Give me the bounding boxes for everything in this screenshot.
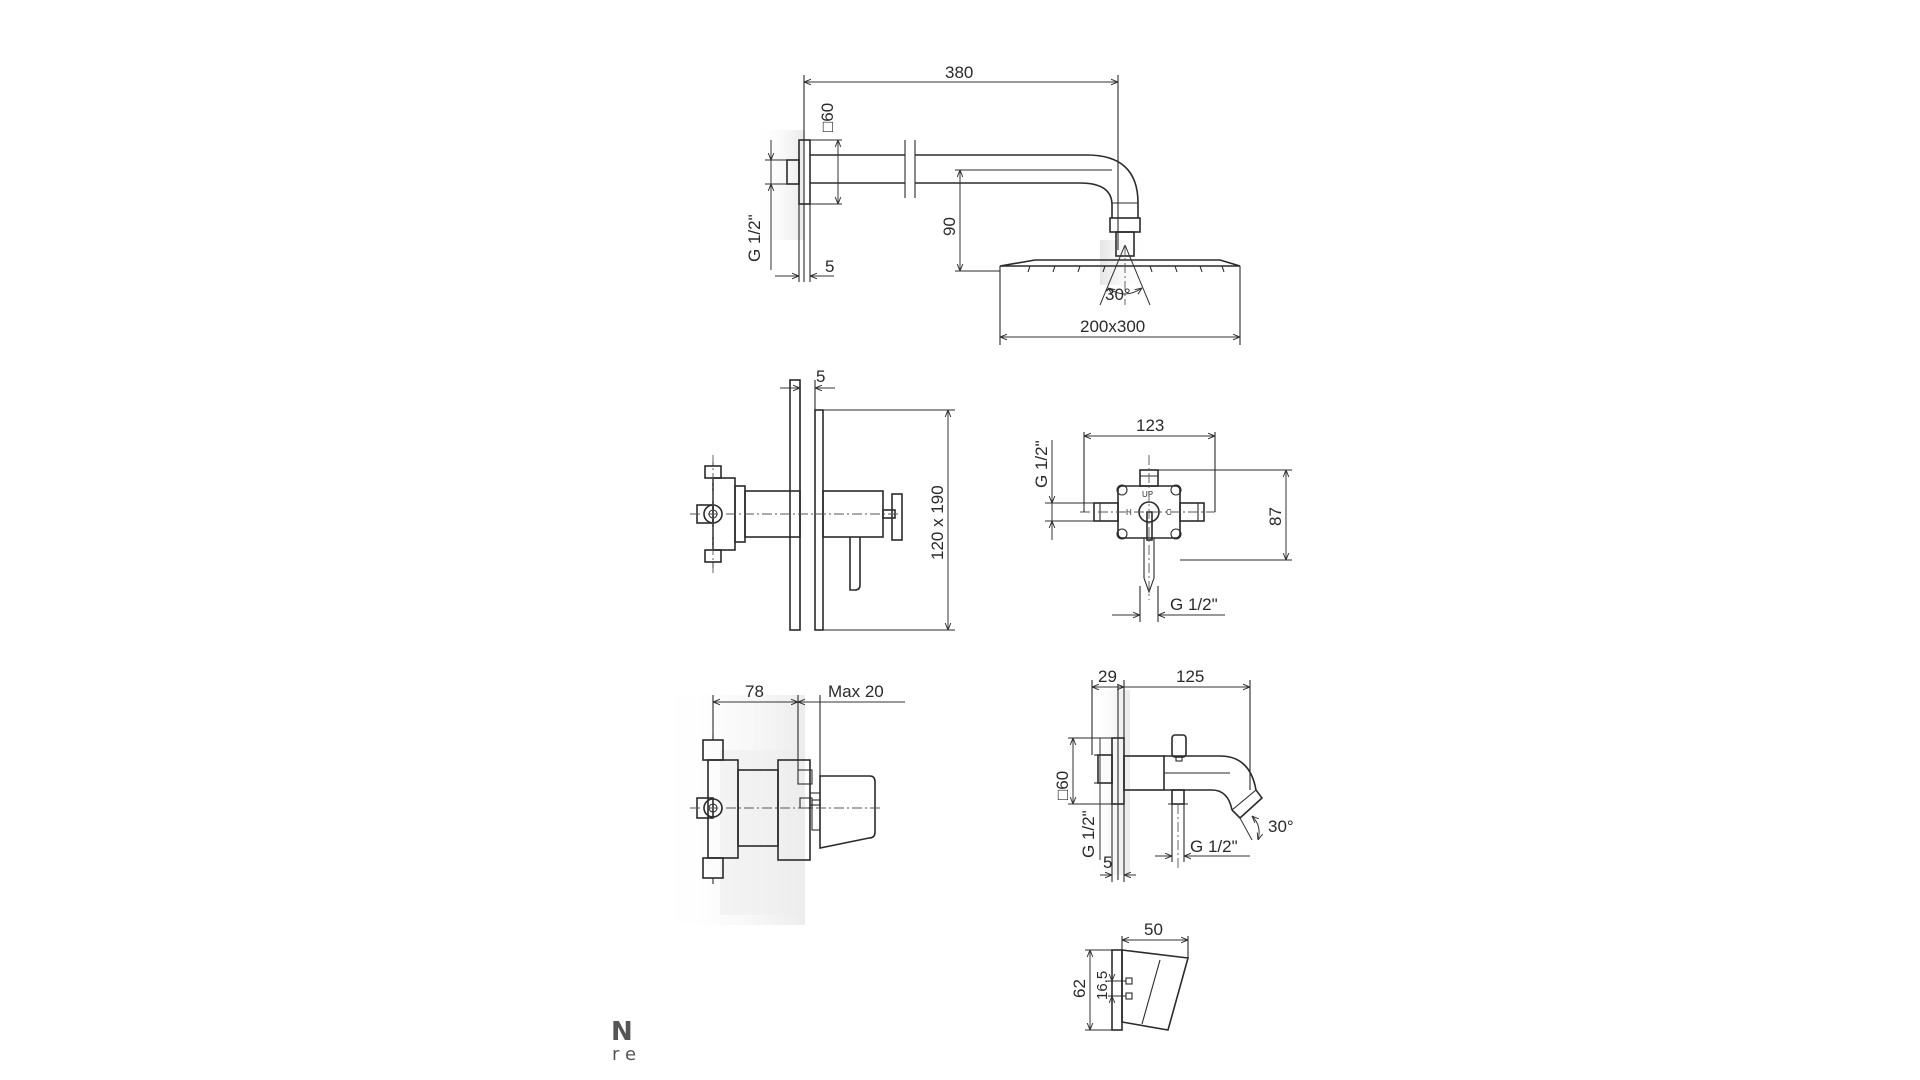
cold-mark: C <box>1166 508 1172 517</box>
spout-flange-label: □60 <box>1053 771 1072 800</box>
flange-size-label: □60 <box>818 103 837 132</box>
holder-hole-spacing-label: 16,5 <box>1094 971 1111 1000</box>
plate-size-label: 120 x 190 <box>928 485 947 560</box>
arm-thread-label: G 1/2" <box>745 214 764 262</box>
spray-angle-label: 30° <box>1105 285 1131 304</box>
spout-thread-left-label: G 1/2" <box>1079 810 1098 858</box>
mixer-body-front-view: H C UP 123 87 G 1/2" G 1/2" <box>1032 416 1292 622</box>
up-mark: UP <box>1142 490 1153 499</box>
spout-thread-bottom-label: G 1/2" <box>1190 837 1238 856</box>
depth-label: 78 <box>745 682 764 701</box>
shower-arm-view: 30° 380 □60 G 1/2" 5 90 200x300 <box>745 63 1241 345</box>
body-width-label: 123 <box>1136 416 1164 435</box>
bath-spout-view: 30° 29 125 □60 G 1/2" 5 G 1/2" <box>1053 667 1294 882</box>
brand-mark: N re <box>611 1017 642 1065</box>
body-thread-bottom-label: G 1/2" <box>1170 595 1218 614</box>
wall-shading <box>755 130 805 240</box>
hot-mark: H <box>1126 508 1132 517</box>
spout-offset-label: 29 <box>1098 667 1117 686</box>
mixer-depth-view: 78 Max 20 <box>655 682 905 925</box>
spout-gap-label: 5 <box>1103 853 1112 872</box>
arm-length-label: 380 <box>945 63 973 82</box>
head-size-label: 200x300 <box>1080 317 1145 336</box>
shower-nozzles <box>1027 265 1225 273</box>
body-thread-left-label: G 1/2" <box>1032 440 1051 488</box>
wall-plate-front <box>814 409 824 631</box>
body-height-label: 87 <box>1266 507 1285 526</box>
arm-offset-label: 5 <box>825 257 834 276</box>
holder-body <box>1121 949 1190 1031</box>
brand-text: re <box>612 1044 642 1065</box>
plate-offset-label: 5 <box>816 367 825 386</box>
wall-plate-back <box>789 379 801 631</box>
hand-shower-holder-view: 50 62 16,5 <box>1070 920 1190 1031</box>
drop-height-label: 90 <box>940 217 959 236</box>
concealed-mixer-side-view: 5 120 x 190 <box>690 367 955 631</box>
brand-letter: N <box>611 1017 633 1047</box>
max-wall-label: Max 20 <box>828 682 884 701</box>
holder-height-label: 62 <box>1070 979 1089 998</box>
shower-head <box>999 259 1241 267</box>
spout-angle-label: 30° <box>1268 817 1294 836</box>
holder-width-label: 50 <box>1144 920 1163 939</box>
wall-shading <box>720 750 800 915</box>
spout-reach-label: 125 <box>1176 667 1204 686</box>
